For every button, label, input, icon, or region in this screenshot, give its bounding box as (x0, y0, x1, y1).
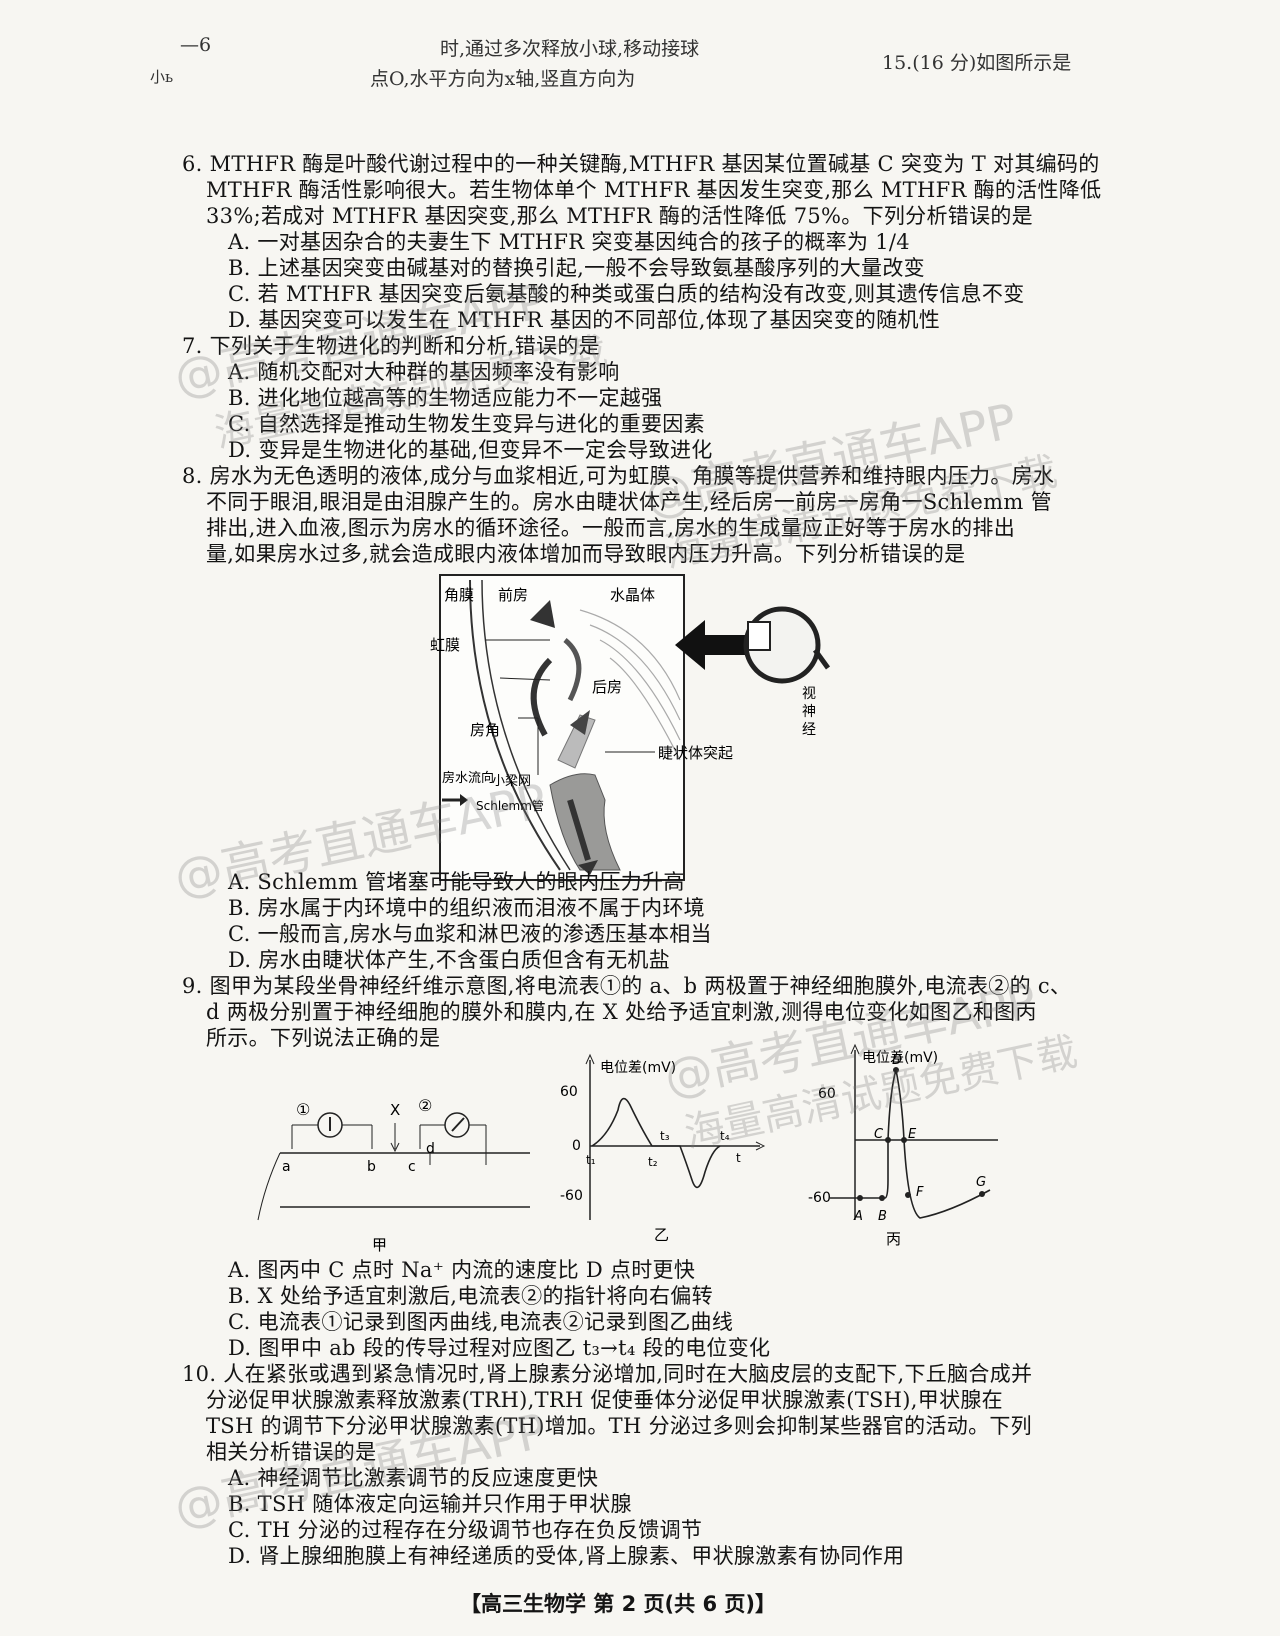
q6-option-a: A. 一对基因杂合的夫妻生下 MTHFR 突变基因纯合的孩子的概率为 1/4 (228, 230, 910, 254)
label-lens: 水晶体 (610, 586, 655, 604)
label-optic-3: 经 (802, 722, 816, 738)
q10-stem-4: 相关分析错误的是 (206, 1440, 377, 1464)
point-g: G (976, 1175, 986, 1190)
q6-option-d: D. 基因突变可以发生在 MTHFR 基因的不同部位,体现了基因突变的随机性 (228, 308, 941, 332)
q7-option-d: D. 变异是生物进化的基础,但变异不一定会导致进化 (228, 438, 713, 462)
top-fragment-right: 15.(16 分)如图所示是 (882, 52, 1072, 74)
q8-stem-4: 量,如果房水过多,就会造成眼内液体增加而导致眼内压力升高。下列分析错误的是 (206, 542, 966, 566)
figure-bing-action-potential: 电位差(mV) 60 -60 A B C D E F G 丙 (808, 1043, 998, 1248)
top-fragment-mid2: 点O,水平方向为x轴,竖直方向为 (370, 68, 636, 90)
q10-stem-3: TSH 的调节下分泌甲状腺激素(TH)增加。TH 分泌过多则会抑制某些器官的活动… (206, 1414, 1032, 1438)
q7-option-c: C. 自然选择是推动生物发生变异与进化的重要因素 (228, 412, 705, 436)
yi-tick-60: 60 (560, 1084, 578, 1100)
yi-tick-minus60: -60 (560, 1188, 583, 1204)
point-b: B (878, 1209, 887, 1224)
electrode-a-label: a (282, 1159, 291, 1175)
yi-t: t (736, 1151, 741, 1165)
yi-t2: t₂ (648, 1155, 658, 1169)
yi-ylabel: 电位差(mV) (600, 1060, 676, 1076)
point-e: E (908, 1127, 917, 1142)
label-schlemm-canal: Schlemm管 (476, 798, 544, 813)
bing-ylabel: 电位差(mV) (862, 1050, 938, 1066)
meter1-label: ① (296, 1100, 310, 1119)
q6-stem-2: MTHFR 酶活性影响很大。若生物体单个 MTHFR 基因发生突变,那么 MTH… (206, 178, 1102, 202)
page-footer: 【高三生物学 第 2 页(共 6 页)】 (460, 1592, 776, 1616)
q9-stem-3: 所示。下列说法正确的是 (206, 1026, 441, 1050)
yi-t1: t₁ (586, 1153, 596, 1167)
q9-option-a: A. 图丙中 C 点时 Na⁺ 内流的速度比 D 点时更快 (228, 1258, 696, 1282)
q6-stem-3: 33%;若成对 MTHFR 基因突变,那么 MTHFR 酶的活性降低 75%。下… (206, 204, 1033, 228)
zoom-arrow-icon (675, 620, 750, 670)
label-optic-1: 视 (802, 686, 816, 702)
q8-option-a: A. Schlemm 管堵塞可能导致人的眼内压力升高 (228, 870, 685, 894)
stimulus-x-label: X (390, 1101, 400, 1119)
top-fragment-left: —6 (180, 34, 212, 56)
top-fragment-mid1: 时,通过多次释放小球,移动接球 (440, 38, 700, 60)
figure-yi-potential-chart: 电位差(mV) 60 0 -60 t₁ t₂ t₃ t₄ t 乙 (560, 1053, 766, 1244)
point-f: F (916, 1185, 924, 1200)
q7-option-b: B. 进化地位越高等的生物适应能力不一定越强 (228, 386, 663, 410)
yi-t3: t₃ (660, 1129, 670, 1143)
q9-option-b: B. X 处给予适宜刺激后,电流表②的指针将向右偏转 (228, 1284, 713, 1308)
q10-option-a: A. 神经调节比激素调节的反应速度更快 (228, 1466, 599, 1490)
q9-stem-2: d 两极分别置于神经细胞的膜外和膜内,在 X 处给予适宜刺激,测得电位变化如图乙… (206, 1000, 1037, 1024)
point-c: C (874, 1127, 884, 1142)
meter2-label: ② (418, 1096, 432, 1115)
label-iris: 虹膜 (430, 636, 460, 654)
bing-tick-minus60: -60 (808, 1190, 831, 1206)
label-anterior-chamber: 前房 (498, 586, 528, 604)
q9-stem-1: 9. 图甲为某段坐骨神经纤维示意图,将电流表①的 a、b 两极置于神经细胞膜外,… (182, 974, 1072, 998)
q8-stem-2: 不同于眼泪,眼泪是由泪腺产生的。房水由睫状体产生,经后房一前房一房角一Schle… (206, 490, 1052, 514)
figure-jia-caption: 甲 (372, 1236, 387, 1254)
q8-option-c: C. 一般而言,房水与血浆和淋巴液的渗透压基本相当 (228, 922, 712, 946)
point-a: A (853, 1209, 863, 1224)
label-cornea: 角膜 (444, 586, 474, 604)
bing-tick-60: 60 (818, 1086, 836, 1102)
label-flow-direction: 房水流向 (442, 770, 494, 786)
q6-option-c: C. 若 MTHFR 基因突变后氨基酸的种类或蛋白质的结构没有改变,则其遗传信息… (228, 282, 1025, 306)
electrode-d-label: d (426, 1141, 435, 1157)
figure-yi-caption: 乙 (654, 1226, 669, 1244)
q9-option-c: C. 电流表①记录到图丙曲线,电流表②记录到图乙曲线 (228, 1310, 734, 1334)
label-optic-2: 神 (802, 704, 816, 720)
q10-option-b: B. TSH 随体液定向运输并只作用于甲状腺 (228, 1492, 632, 1516)
electrode-b-label: b (367, 1159, 376, 1175)
q8-stem-3: 排出,进入血液,图示为房水的循环途径。一般而言,房水的生成量应正好等于房水的排出 (206, 516, 1016, 540)
label-chamber-angle: 房角 (470, 721, 500, 739)
flow-arrow-1 (530, 657, 553, 737)
q6-stem-1: 6. MTHFR 酶是叶酸代谢过程中的一种关键酶,MTHFR 基因某位置碱基 C… (182, 152, 1100, 176)
figure-bing-caption: 丙 (886, 1230, 901, 1248)
q10-option-c: C. TH 分泌的过程存在分级调节也存在负反馈调节 (228, 1518, 703, 1542)
electrode-c-label: c (408, 1159, 416, 1175)
q6-option-b: B. 上述基因突变由碱基对的替换引起,一般不会导致氨基酸序列的大量改变 (228, 256, 925, 280)
q8-option-b: B. 房水属于内环境中的组织液而泪液不属于内环境 (228, 896, 705, 920)
aqueous-humor-figure: 角膜 前房 水晶体 虹膜 后房 房角 睫状体突起 房水流向 小梁网 Schlem… (430, 574, 831, 881)
label-trabecular-meshwork: 小梁网 (492, 774, 531, 789)
q10-option-d: D. 肾上腺细胞膜上有神经递质的受体,肾上腺素、甲状腺激素有协同作用 (228, 1544, 905, 1568)
q10-stem-1: 10. 人在紧张或遇到紧急情况时,肾上腺素分泌增加,同时在大脑皮层的支配下,下丘… (182, 1362, 1033, 1386)
figure-jia-nerve-fiber: ① ② X a b c d 甲 (257, 1096, 530, 1254)
top-fragment-left2: 小ь (150, 68, 174, 86)
q8-option-d: D. 房水由睫状体产生,不含蛋白质但含有无机盐 (228, 948, 671, 972)
yi-tick-0: 0 (572, 1138, 581, 1154)
q8-stem-1: 8. 房水为无色透明的液体,成分与血浆相近,可为虹膜、角膜等提供营养和维持眼内压… (182, 464, 1055, 488)
label-posterior-chamber: 后房 (592, 678, 622, 696)
q9-option-d: D. 图甲中 ab 段的传导过程对应图乙 t₃→t₄ 段的电位变化 (228, 1336, 771, 1360)
point-d: D (892, 1053, 902, 1068)
yi-t4: t₄ (720, 1129, 730, 1143)
q10-stem-2: 分泌促甲状腺激素释放激素(TRH),TRH 促使垂体分泌促甲状腺激素(TSH),… (206, 1388, 1003, 1412)
q7-stem: 7. 下列关于生物进化的判断和分析,错误的是 (182, 334, 600, 358)
label-ciliary-process: 睫状体突起 (658, 744, 733, 762)
q7-option-a: A. 随机交配对大种群的基因频率没有影响 (228, 360, 620, 384)
